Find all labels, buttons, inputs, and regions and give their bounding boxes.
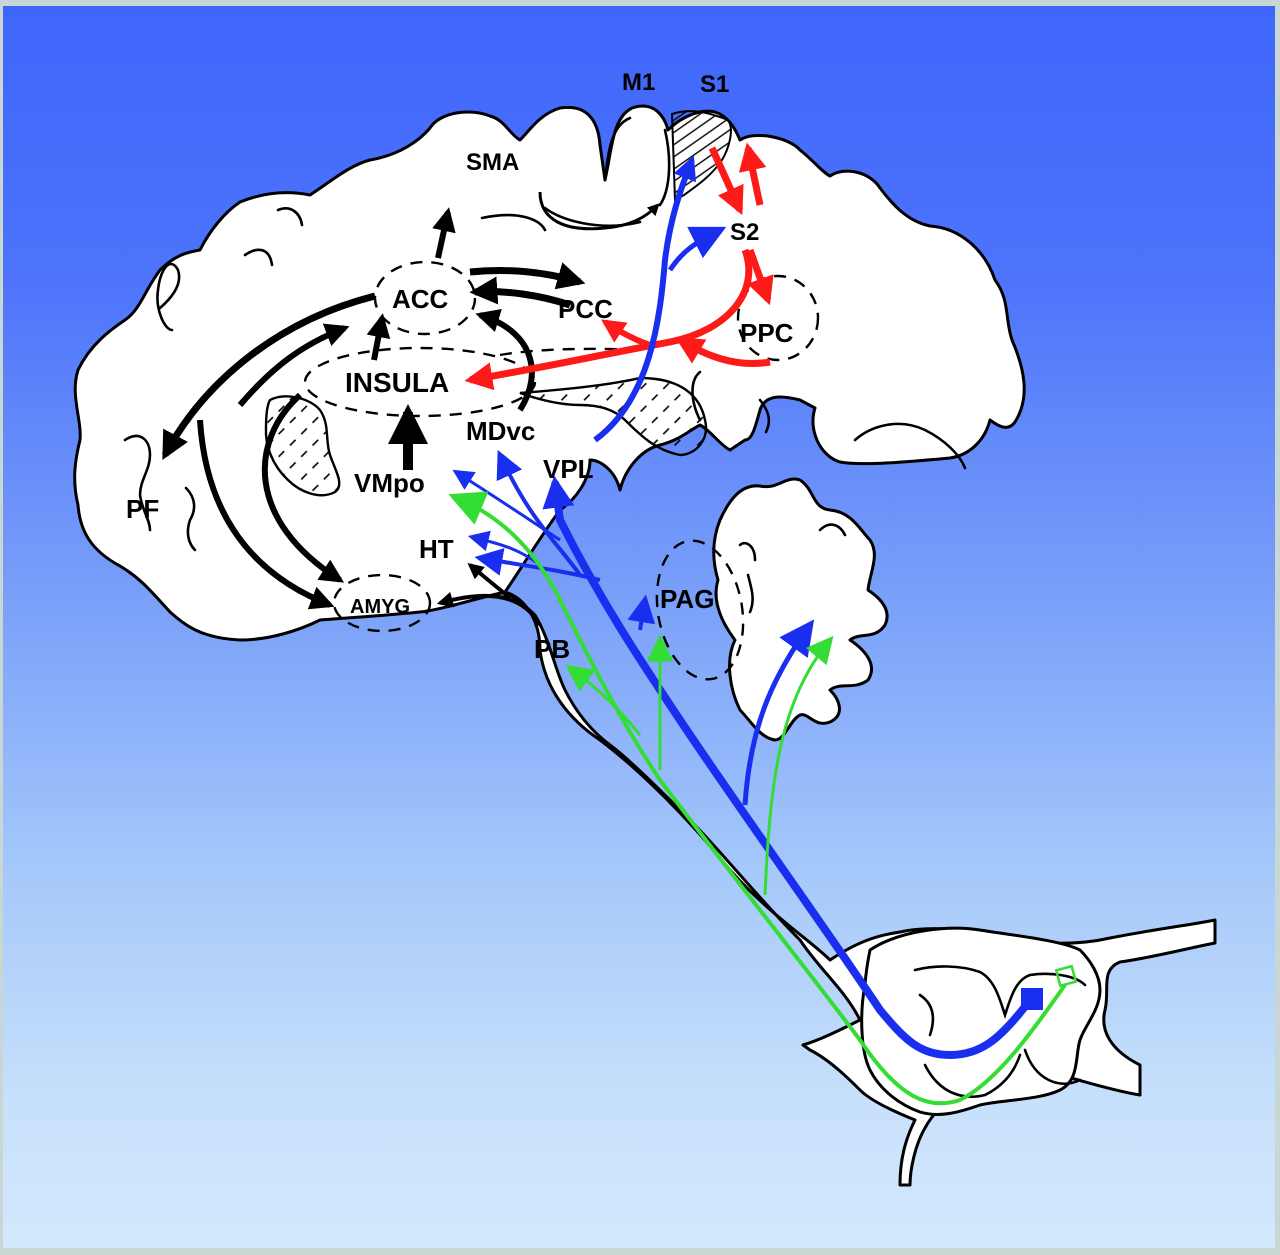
label-s2: S2 [730,219,759,246]
vpl-to-s1-arrow [593,155,697,443]
label-pag: PAG [660,584,714,614]
label-m1: M1 [622,69,655,96]
to-vmpo-blue-arrow [452,469,561,542]
s1-to-s2-arrow [708,146,744,216]
mdvc-to-acc-arrow [475,309,535,412]
insula-to-amyg-arrow [261,392,345,583]
region-labels: M1 S1 SMA S2 ACC PCC PPC INSULA MDvc VPL… [126,69,794,664]
acc-to-pcc-arrow [469,262,586,290]
to-brainstem-green-arrow [763,635,834,896]
green-pathways [448,491,1078,1106]
pf-to-acc-arrow [237,323,350,407]
to-brainstem-blue-arrow [742,619,815,806]
acc-to-pf-arrow [161,292,376,460]
black-pathways [161,191,660,627]
label-pcc: PCC [558,294,613,324]
label-vpl: VPL [543,454,594,484]
s2-to-s1-arrow [738,142,767,206]
vpl-to-s2-arrow [667,226,727,272]
cerebellum-outline [712,477,889,742]
blue-pathways [452,155,1043,1060]
label-sma: SMA [466,149,519,176]
label-amyg: AMYG [350,596,410,618]
cortical-sulci [123,116,967,614]
sma-curve-arrow [538,191,660,231]
pcc-to-acc-arrow [469,276,572,309]
spinal-origin-filled-square [1021,988,1043,1010]
spinal-grey-matter [913,965,1087,1098]
to-pag-blue-arrow [627,594,656,631]
spinal-lamina1-green-main [448,491,1067,1106]
label-insula: INSULA [345,367,449,398]
red-pathways [464,142,774,391]
spinal-to-vpl-main [542,475,1034,1060]
s2-to-insula-arrow [464,248,753,391]
pb-to-amyg-arrow [436,591,542,627]
insula-to-acc-arrow [366,313,391,361]
spinal-origin-open-square [1054,964,1078,988]
label-acc: ACC [392,284,449,314]
label-ht: HT [419,534,454,564]
thalamus-hatched [519,376,708,457]
label-pb: PB [534,634,570,664]
insula-region [303,346,537,418]
to-pcc-red-arrow [601,319,651,348]
basal-ganglia-hatched [264,395,341,497]
ppc-to-insula-arrow [675,336,771,367]
pag-region [655,539,745,681]
ppc-region [736,274,820,362]
label-s1: S1 [700,71,729,98]
s2-to-ppc-arrow [746,248,774,306]
to-pb-green-arrow [565,664,642,736]
label-vmpo: VMpo [354,468,425,498]
amyg-region [332,573,432,633]
label-mdvc: MDvc [466,416,535,446]
pf-to-amyg-arrow [197,419,335,610]
label-ppc: PPC [740,318,794,348]
acc-to-sma-arrow [432,207,456,259]
cerebrum-outline [73,104,1026,642]
label-pf: PF [126,494,159,524]
